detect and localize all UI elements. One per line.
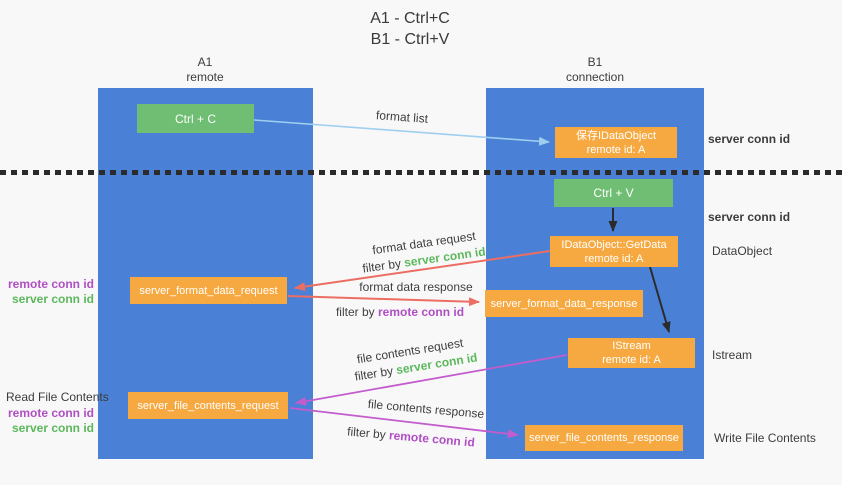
node-getdata-line1: IDataObject::GetData: [561, 238, 667, 251]
column-b1-name: B1: [587, 55, 603, 69]
diagram-title: A1 - Ctrl+C B1 - Ctrl+V: [0, 8, 820, 50]
title-line-1: A1 - Ctrl+C: [370, 10, 450, 27]
side-label-write-file-contents: Write File Contents: [714, 431, 816, 445]
column-header-b1: B1 connection: [535, 55, 655, 85]
column-a1-name: A1: [197, 55, 213, 69]
arrow-file-contents-request: [295, 354, 568, 406]
arrow-getdata-to-istream: [649, 266, 671, 333]
side-label-server-conn-id-top: server conn id: [708, 132, 791, 146]
column-a1-subtitle: remote: [186, 70, 224, 84]
side-label-istream: Istream: [712, 348, 753, 362]
node-istream: IStream remote id: A: [568, 338, 695, 368]
side-label-conn-ids-file: remote conn id server conn id: [0, 406, 94, 436]
side-label-conn-ids-format: remote conn id server conn id: [0, 277, 94, 307]
arrow-format-data-request: [294, 250, 551, 292]
node-istream-line1: IStream: [612, 340, 651, 352]
node-istream-line2: remote id: A: [602, 354, 661, 366]
node-save-idataobject: 保存IDataObject remote id: A: [555, 127, 677, 158]
arrow-format-list: [253, 119, 550, 146]
side-label-server-conn-id-mid: server conn id: [708, 210, 791, 224]
node-format-request-label: server_format_data_request: [139, 284, 278, 297]
node-ctrl-c-label: Ctrl + C: [174, 111, 216, 126]
remote-conn-id-label: remote conn id: [7, 406, 94, 420]
arrow-file-contents-response: [289, 407, 519, 439]
node-server-file-contents-response: server_file_contents_response: [525, 425, 683, 451]
node-save-idataobject-line2: remote id: A: [586, 143, 646, 156]
column-b1-subtitle: connection: [565, 70, 625, 84]
node-ctrl-v-label: Ctrl + V: [593, 186, 634, 200]
column-header-a1: A1 remote: [145, 55, 265, 85]
server-conn-id-label: server conn id: [11, 292, 94, 306]
arrow-label-filter-by-remote-conn-id-1: filter by remote conn id: [336, 305, 464, 319]
title-line-2: B1 - Ctrl+V: [370, 31, 450, 48]
node-ctrl-c: Ctrl + C: [137, 104, 254, 133]
node-save-idataobject-line1: 保存IDataObject: [575, 129, 657, 142]
node-server-format-data-response: server_format_data_response: [485, 290, 643, 317]
node-file-response-label: server_file_contents_response: [529, 432, 679, 444]
arrow-label-format-data-response: format data response: [359, 280, 473, 294]
arrow-format-data-response: [287, 295, 480, 307]
node-file-request-label: server_file_contents_request: [137, 399, 279, 412]
node-ctrl-v: Ctrl + V: [554, 179, 673, 207]
filter-by-text: filter by: [335, 305, 375, 319]
phase-divider-dotted-line: [0, 170, 842, 175]
side-label-read-file-contents: Read File Contents: [6, 390, 109, 404]
node-server-file-contents-request: server_file_contents_request: [128, 392, 288, 419]
node-format-response-label: server_format_data_response: [490, 297, 638, 310]
remote-conn-id-text: remote conn id: [378, 305, 465, 319]
side-label-dataobject: DataObject: [712, 244, 773, 258]
node-getdata-line2: remote id: A: [584, 252, 644, 265]
server-conn-id-label: server conn id: [11, 421, 94, 435]
remote-conn-id-label: remote conn id: [7, 277, 94, 291]
node-server-format-data-request: server_format_data_request: [130, 277, 287, 304]
node-idataobject-getdata: IDataObject::GetData remote id: A: [550, 236, 678, 267]
